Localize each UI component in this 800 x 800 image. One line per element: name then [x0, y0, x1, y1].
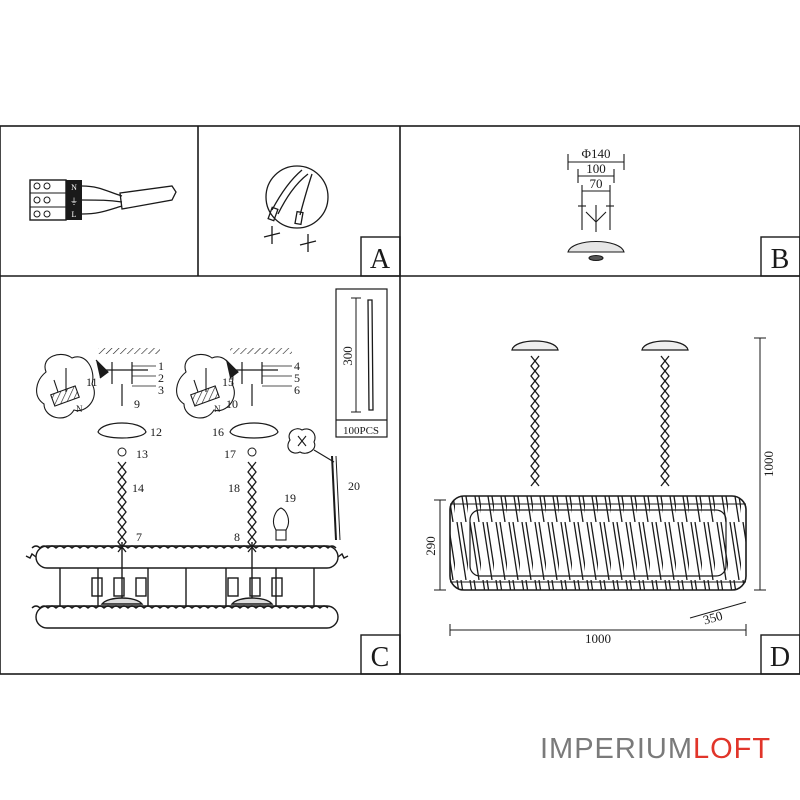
part-num-20: 20: [348, 479, 360, 493]
rod-length-box: [335, 288, 388, 438]
detail-label-n-left: N: [76, 404, 83, 414]
dim-outer: Φ140: [581, 146, 610, 161]
dim-inner: 70: [590, 176, 603, 191]
dim-width: 350: [701, 608, 724, 628]
part-num-5: 5: [294, 371, 300, 385]
chain-left: [117, 461, 127, 553]
dim-middle: 100: [586, 161, 606, 176]
detail-bubble-right: [176, 354, 235, 419]
panel-frame: [0, 125, 800, 675]
canopy-left: [97, 422, 147, 439]
part-leaders: [132, 365, 292, 387]
part-num-15: 15: [222, 375, 234, 389]
canopy-right: [229, 422, 279, 439]
part-num-10: 10: [226, 397, 238, 411]
terminal-mark-l: L: [72, 210, 77, 219]
part-num-11: 11: [86, 375, 98, 389]
part-num-18: 18: [228, 481, 240, 495]
dim-length: 1000: [585, 631, 611, 646]
panel-letter-a: A: [370, 244, 391, 275]
rod-length-label: 300: [340, 346, 355, 366]
dim-total-height: 1000: [761, 451, 776, 477]
brand-part2: LOFT: [693, 733, 772, 765]
ceiling-right: [230, 348, 292, 354]
wire-connector-detail: [263, 165, 329, 252]
part-num-6: 6: [294, 383, 300, 397]
chains-d: [530, 355, 670, 487]
brand-part1: IMPERIUM: [540, 733, 693, 765]
letter-boxes: [360, 236, 800, 675]
part-num-9: 9: [134, 397, 140, 411]
hook-left: [117, 447, 127, 457]
panel-letter-b: B: [771, 244, 790, 275]
part-num-19: 19: [284, 491, 296, 505]
terminal-block: [29, 179, 82, 221]
part-num-8: 8: [234, 530, 240, 544]
part-num-16: 16: [212, 425, 224, 439]
terminal-mark-ground: ⏚: [70, 197, 78, 206]
brand-logo: IMPERIUMLOFT: [540, 733, 771, 766]
panel-letter-c: C: [371, 642, 390, 673]
part-num-17: 17: [224, 447, 236, 461]
part-num-12: 12: [150, 425, 162, 439]
part-num-14: 14: [132, 481, 144, 495]
hook-right: [247, 447, 257, 457]
part-num-3: 3: [158, 383, 164, 397]
mounting-bracket-left: [95, 359, 148, 406]
power-cable: [81, 185, 177, 215]
chain-right: [247, 461, 257, 553]
canopies-d: [511, 340, 689, 351]
chandelier-body-c: [25, 542, 349, 629]
ceiling-left: [98, 348, 160, 354]
panel-letter-d: D: [770, 642, 790, 673]
part-num-4: 4: [294, 359, 300, 373]
chandelier-body-d: [449, 495, 747, 591]
detail-label-n-right: N: [214, 404, 221, 414]
rod-length-dim: [351, 297, 374, 413]
dimension-lines-d: [434, 337, 766, 636]
bulb-icon: [272, 507, 290, 541]
canopy-diagram: [567, 154, 625, 262]
part-num-13: 13: [136, 447, 148, 461]
crystal-detail: [287, 428, 341, 541]
dim-body-height: 290: [423, 536, 438, 556]
part-num-1: 1: [158, 359, 164, 373]
part-num-2: 2: [158, 371, 164, 385]
detail-bubble-left: [36, 354, 95, 419]
rod-quantity-label: 100PCS: [343, 425, 379, 437]
part-num-7: 7: [136, 530, 142, 544]
terminal-mark-n: N: [71, 183, 77, 192]
